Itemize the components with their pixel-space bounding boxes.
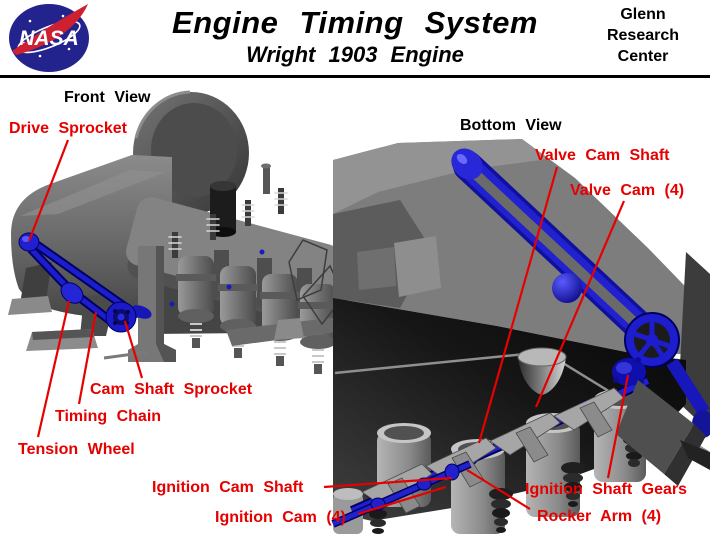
ignition-shaft-gears-label: Ignition Shaft Gears <box>525 481 688 498</box>
valve-cam-pointer-line <box>534 200 626 408</box>
drive-sprocket-shape <box>18 232 40 252</box>
timing-chain-pointer-line <box>77 311 98 405</box>
valve-spring-studs <box>168 163 288 258</box>
timing-chain-assembly-front <box>18 232 265 333</box>
header-rule <box>0 75 710 78</box>
ignition-cam-label: Ignition Cam (4) <box>215 509 346 526</box>
ignition-cam-shaft-label: Ignition Cam Shaft <box>152 479 304 496</box>
page-title: Engine Timing System <box>172 5 538 40</box>
valve-cam-shaft-label: Valve Cam Shaft <box>535 147 670 164</box>
cam-shaft-sprocket-label: Cam Shaft Sprocket <box>90 381 253 398</box>
rocker-arms <box>361 387 625 514</box>
front-view-label: Front View <box>64 89 151 106</box>
nasa-logo: NASA <box>9 4 89 72</box>
cam-shaft-sprocket-shape <box>105 301 152 333</box>
bottom-view-label: Bottom View <box>460 117 562 134</box>
ignition-cam-pointer-line <box>357 485 447 516</box>
org-line: Research <box>606 27 680 44</box>
cam-shaft-sprocket-pointer-line <box>123 320 144 379</box>
rocker-arm-label: Rocker Arm (4) <box>537 508 662 525</box>
tension-wheel-pointer-line <box>36 300 71 438</box>
pointer-lines <box>27 139 630 516</box>
org-line: Glenn <box>620 6 666 23</box>
bottom-view-engine <box>331 139 710 534</box>
rocker-arm-shape <box>489 412 561 463</box>
exhaust-stack-shape <box>210 181 236 237</box>
org-name: Glenn Research Center <box>592 4 694 67</box>
valve-cam-label: Valve Cam (4) <box>570 182 685 199</box>
ignition-shaft-gears-shape <box>612 357 646 386</box>
nasa-logo-swoosh <box>12 4 88 55</box>
timing-chain-label: Timing Chain <box>55 408 162 425</box>
ignition-cam-shaft-shape <box>331 460 472 528</box>
tension-wheel-label: Tension Wheel <box>18 441 135 458</box>
org-line: Center <box>617 48 669 65</box>
timing-chain-assembly-bottom <box>451 148 710 438</box>
mount-arm-bottom <box>616 380 710 486</box>
ignition-cam-shaft-pointer-line <box>323 476 453 489</box>
drive-sprocket-label: Drive Sprocket <box>9 120 127 137</box>
rocker-arm-pointer-line <box>466 469 531 510</box>
front-view-engine <box>8 90 352 374</box>
tension-wheel-shape <box>60 282 84 304</box>
ignition-shaft-gears-pointer-line <box>606 374 630 479</box>
crankcase-shape <box>11 155 172 318</box>
valve-cam-shaft-pointer-line <box>477 166 559 444</box>
chain-sprocket-bottom-shape <box>624 312 680 368</box>
ignition-cam-shape <box>444 463 460 481</box>
drive-sprocket-pointer-line <box>27 139 70 242</box>
page-subtitle: Wright 1903 Engine <box>246 42 464 67</box>
nasa-logo-text: NASA <box>19 27 79 50</box>
valve-cam-ball-shape <box>552 273 582 303</box>
engine-mount-column <box>103 246 352 362</box>
